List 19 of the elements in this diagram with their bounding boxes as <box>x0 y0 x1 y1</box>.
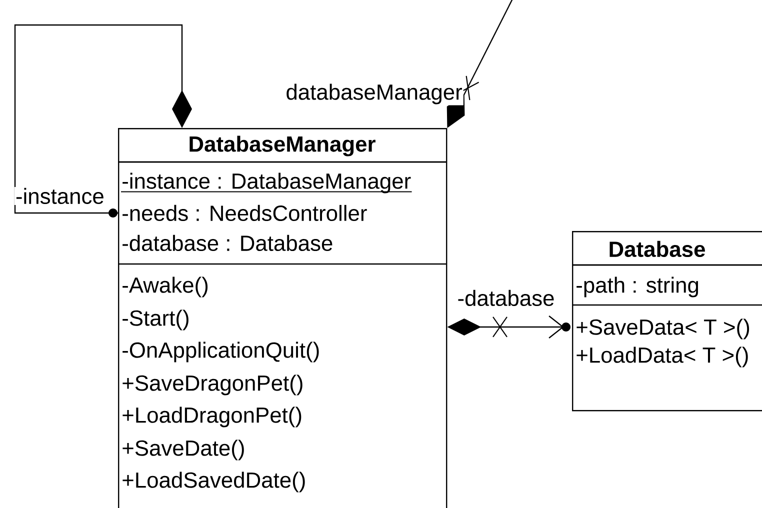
class-name: DatabaseManager <box>190 136 376 156</box>
member-text: -Awake() <box>122 276 208 298</box>
member-text: -Start() <box>122 310 188 330</box>
composition-line <box>14 24 192 218</box>
member-text: +LoadData< T >() <box>576 346 748 368</box>
edge-label: -instance <box>14 186 106 206</box>
member-text: +LoadDragonPet() <box>122 406 302 428</box>
member-text: -path : string <box>576 276 698 298</box>
edge-label: databaseManager <box>284 82 464 106</box>
member-text: +SaveDragonPet() <box>122 374 302 396</box>
member-text: -database : Database <box>122 234 332 252</box>
member-text: -instance : DatabaseManager <box>120 172 412 194</box>
member-text: -OnApplicationQuit() <box>122 342 319 362</box>
member-text: +LoadSavedDate() <box>122 472 305 492</box>
member-text: -needs : NeedsController <box>122 204 367 222</box>
member-text: +SaveDate() <box>122 440 244 460</box>
edge-label: -database <box>456 288 556 308</box>
class-name: Database <box>610 240 705 258</box>
member-text: +SaveData< T >() <box>576 318 750 340</box>
